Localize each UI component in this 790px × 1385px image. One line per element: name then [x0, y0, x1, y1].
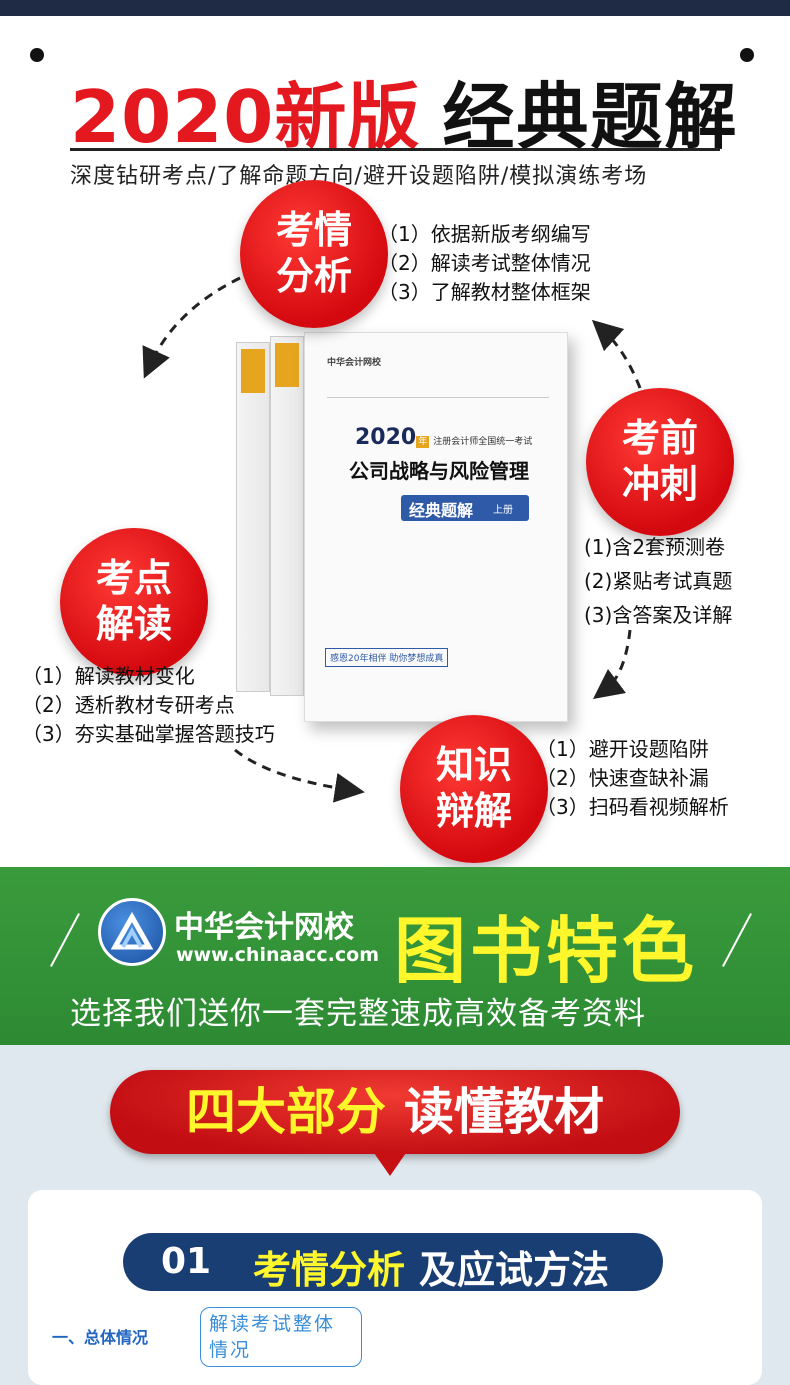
bubble-line2: 情况 — [209, 1339, 252, 1361]
circle-sprint-line2: 冲刺 — [621, 462, 698, 506]
list-item: （3）扫码看视频解析 — [536, 795, 729, 819]
points-bullets: （1）解读教材变化 （2）透析教材专研考点 （3）夯实基础掌握答题技巧 — [22, 662, 275, 749]
analysis-bullets: （1）依据新版考纲编写 （2）解读考试整体情况 （3）了解教材整体框架 — [378, 220, 591, 307]
publisher-logo: 中华会计网校 — [327, 358, 382, 368]
circle-points-line2: 解读 — [95, 602, 172, 646]
book-year-suffix: 年 — [416, 436, 430, 448]
circle-knowledge: 知识辩解 — [400, 715, 548, 863]
subsection-label: 一、总体情况 — [52, 1328, 149, 1347]
chapter-number: 01 — [161, 1241, 212, 1282]
list-item: (1)含2套预测卷 — [584, 535, 726, 559]
circle-points: 考点解读 — [60, 528, 208, 676]
logo-url: www.chinaacc.com — [176, 944, 379, 966]
list-item: （1）避开设题陷阱 — [536, 737, 709, 761]
circle-sprint-line1: 考前 — [621, 416, 698, 461]
circle-knowledge-line2: 辩解 — [435, 789, 512, 833]
circle-points-line1: 考点 — [95, 556, 172, 601]
hero-subtitle: 深度钻研考点/了解命题方向/避开设题陷阱/模拟演练考场 — [70, 164, 648, 189]
book-back-spine-2 — [270, 336, 304, 696]
chapter-title-white: 及应试方法 — [419, 1248, 610, 1292]
book-volume: 上册 — [493, 505, 513, 516]
circle-analysis-line2: 分析 — [275, 254, 352, 298]
book-back-spine-1 — [236, 342, 270, 692]
circle-sprint: 考前冲刺 — [586, 388, 734, 536]
logo-name: 中华会计网校 — [174, 910, 354, 945]
list-item: （1）依据新版考纲编写 — [378, 222, 591, 246]
list-item: （2）快速查缺补漏 — [536, 766, 709, 790]
decor-dot-left — [30, 48, 44, 62]
sprint-bullets: (1)含2套预测卷 (2)紧贴考试真题 (3)含答案及详解 — [584, 530, 732, 632]
list-item: （3）夯实基础掌握答题技巧 — [22, 722, 275, 746]
circle-analysis: 考情分析 — [240, 180, 388, 328]
bubble-line1: 解读考试整体 — [209, 1313, 336, 1335]
list-item: （2）透析教材专研考点 — [22, 693, 235, 717]
list-item: （3）了解教材整体框架 — [378, 280, 591, 304]
book-title: 公司战略与风险管理 — [349, 459, 529, 483]
circle-analysis-line1: 考情 — [275, 208, 352, 253]
hero-title: 2020新版经典题解 — [70, 58, 736, 159]
book-year: 2020 — [355, 425, 417, 450]
pill-text-white: 读懂教材 — [404, 1083, 604, 1141]
top-bar — [0, 0, 790, 16]
logo-icon — [98, 898, 166, 966]
book-series-badge: 经典题解 上册 — [401, 495, 529, 521]
book-series: 经典题解 — [409, 501, 474, 520]
list-item: （2）解读考试整体情况 — [378, 251, 591, 275]
chapter-heading: 01 考情分析 及应试方法 — [123, 1233, 663, 1292]
hero-divider — [70, 148, 720, 151]
pill-text-yellow: 四大部分 — [186, 1083, 386, 1141]
list-item: (3)含答案及详解 — [584, 603, 733, 627]
section-pill: 四大部分读懂教材 — [110, 1070, 680, 1154]
chapter-title-yellow: 考情分析 — [253, 1248, 406, 1292]
circle-knowledge-line1: 知识 — [435, 743, 512, 788]
feature-subtitle: 选择我们送你一套完整速成高效备考资料 — [70, 996, 646, 1032]
book-exam: 注册会计师全国统一考试 — [433, 437, 533, 447]
hero-title-black: 经典题解 — [442, 75, 739, 159]
decor-dot-right — [740, 48, 754, 62]
cycle-arrows — [142, 276, 642, 803]
list-item: （1）解读教材变化 — [22, 664, 195, 688]
hero-title-red: 2020新版 — [70, 75, 421, 159]
annotation-bubble: 解读考试整体 情况 — [200, 1307, 362, 1367]
feature-title: 图书特色 — [394, 909, 699, 993]
knowledge-bullets: （1）避开设题陷阱 （2）快速查缺补漏 （3）扫码看视频解析 — [536, 735, 729, 822]
list-item: (2)紧贴考试真题 — [584, 569, 733, 593]
pill-pointer — [372, 1150, 408, 1176]
book-slogan: 感恩20年相伴 助你梦想成真 — [325, 648, 449, 667]
